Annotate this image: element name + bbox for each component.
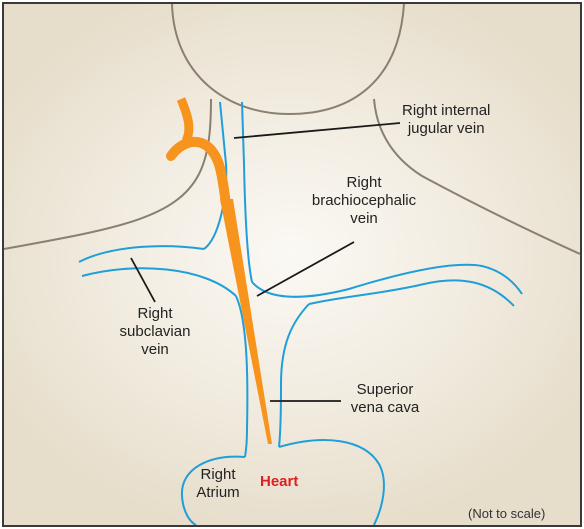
subclavian-label-line2: subclavian: [110, 323, 200, 341]
brachiocephalic-label-line2: brachiocephalic: [304, 192, 424, 210]
not-to-scale-note: (Not to scale): [468, 506, 545, 521]
anatomy-drawing: [4, 4, 580, 525]
internal-jugular-label-line2: jugular vein: [402, 120, 490, 138]
vena-cava-label: Superior vena cava: [340, 381, 430, 417]
catheter: [181, 99, 189, 141]
vena-cava-label-line2: vena cava: [340, 399, 430, 417]
heart-label: Heart: [260, 473, 298, 490]
brachiocephalic-label-line1: Right: [304, 174, 424, 192]
leader-brachiocephalic: [257, 242, 354, 296]
subclavian-label-line3: vein: [110, 341, 200, 359]
internal-jugular-label-line1: Right internal: [402, 102, 490, 120]
brachiocephalic-label: Right brachiocephalic vein: [304, 174, 424, 228]
vena-cava-right-wall: [279, 304, 309, 447]
leader-internal-jugular: [234, 123, 400, 138]
subclavian-label: Right subclavian vein: [110, 305, 200, 359]
subclavian-vein-upper: [79, 246, 204, 262]
internal-jugular-label: Right internal jugular vein: [402, 102, 490, 138]
jugular-vein-wall-right: [242, 102, 252, 282]
brachiocephalic-label-line3: vein: [304, 210, 424, 228]
head-outline: [172, 4, 404, 114]
atrium-label: Right Atrium: [188, 466, 248, 502]
subclavian-vein-lower: [82, 268, 236, 296]
subclavian-label-line1: Right: [110, 305, 200, 323]
left-shoulder-outline: [4, 99, 211, 249]
atrium-label-line2: Atrium: [188, 484, 248, 502]
brachiocephalic-vein-lower: [309, 280, 514, 306]
atrium-label-line1: Right: [188, 466, 248, 484]
leader-subclavian: [131, 258, 155, 302]
vena-cava-label-line1: Superior: [340, 381, 430, 399]
